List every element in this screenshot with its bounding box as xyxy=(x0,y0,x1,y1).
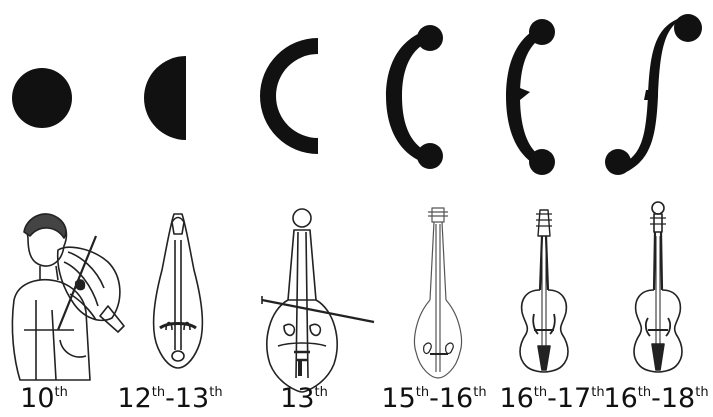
full-circle-soundhole-icon xyxy=(12,68,72,128)
century-end-number: 18 xyxy=(661,383,695,414)
century-end-number: 16 xyxy=(439,383,473,414)
century-label-16th-17th: 16th-17th xyxy=(499,380,604,417)
instrument-row xyxy=(12,202,682,392)
century-end-number: 13 xyxy=(175,383,209,414)
ordinal-suffix-start: th xyxy=(534,385,547,400)
notched-c-hole-soundhole-icon xyxy=(506,19,555,175)
century-start-number: 16 xyxy=(603,383,637,414)
century-label-15th-16th: 15th-16th xyxy=(381,380,486,417)
ordinal-suffix: th xyxy=(315,385,328,400)
century-start-number: 15 xyxy=(381,383,415,414)
c-hole-soundhole-icon xyxy=(386,25,443,169)
medieval-player-illustration xyxy=(12,214,124,380)
century-label-12th-13th: 12th-13th xyxy=(117,380,222,417)
ordinal-suffix-end: th xyxy=(695,385,708,400)
soundhole-row xyxy=(12,14,702,175)
century-label-16th-18th: 16th-18th xyxy=(603,380,708,417)
violin-illustration xyxy=(634,202,682,372)
f-hole-soundhole-icon xyxy=(605,14,702,175)
ordinal-suffix-start: th xyxy=(638,385,651,400)
century-label-13th: 13th xyxy=(280,380,328,417)
century-end-number: 17 xyxy=(557,383,591,414)
crescent-soundhole-icon xyxy=(260,38,318,154)
ordinal-suffix-start: th xyxy=(152,385,165,400)
range-dash: - xyxy=(429,383,439,414)
rebec-illustration xyxy=(154,214,203,368)
ordinal-suffix-end: th xyxy=(209,385,222,400)
viol-illustration xyxy=(520,210,568,372)
century-start-number: 12 xyxy=(117,383,151,414)
century-number: 13 xyxy=(280,383,314,414)
medieval-fiddle-illustration xyxy=(262,209,374,392)
century-label-10th: 10th xyxy=(20,380,68,417)
half-moon-soundhole-icon xyxy=(144,56,186,140)
ordinal-suffix: th xyxy=(55,385,68,400)
ordinal-suffix-start: th xyxy=(416,385,429,400)
century-number: 10 xyxy=(20,383,54,414)
ordinal-suffix-end: th xyxy=(473,385,486,400)
range-dash: - xyxy=(651,383,661,414)
range-dash: - xyxy=(547,383,557,414)
century-start-number: 16 xyxy=(499,383,533,414)
early-viol-illustration xyxy=(415,208,462,378)
range-dash: - xyxy=(165,383,175,414)
